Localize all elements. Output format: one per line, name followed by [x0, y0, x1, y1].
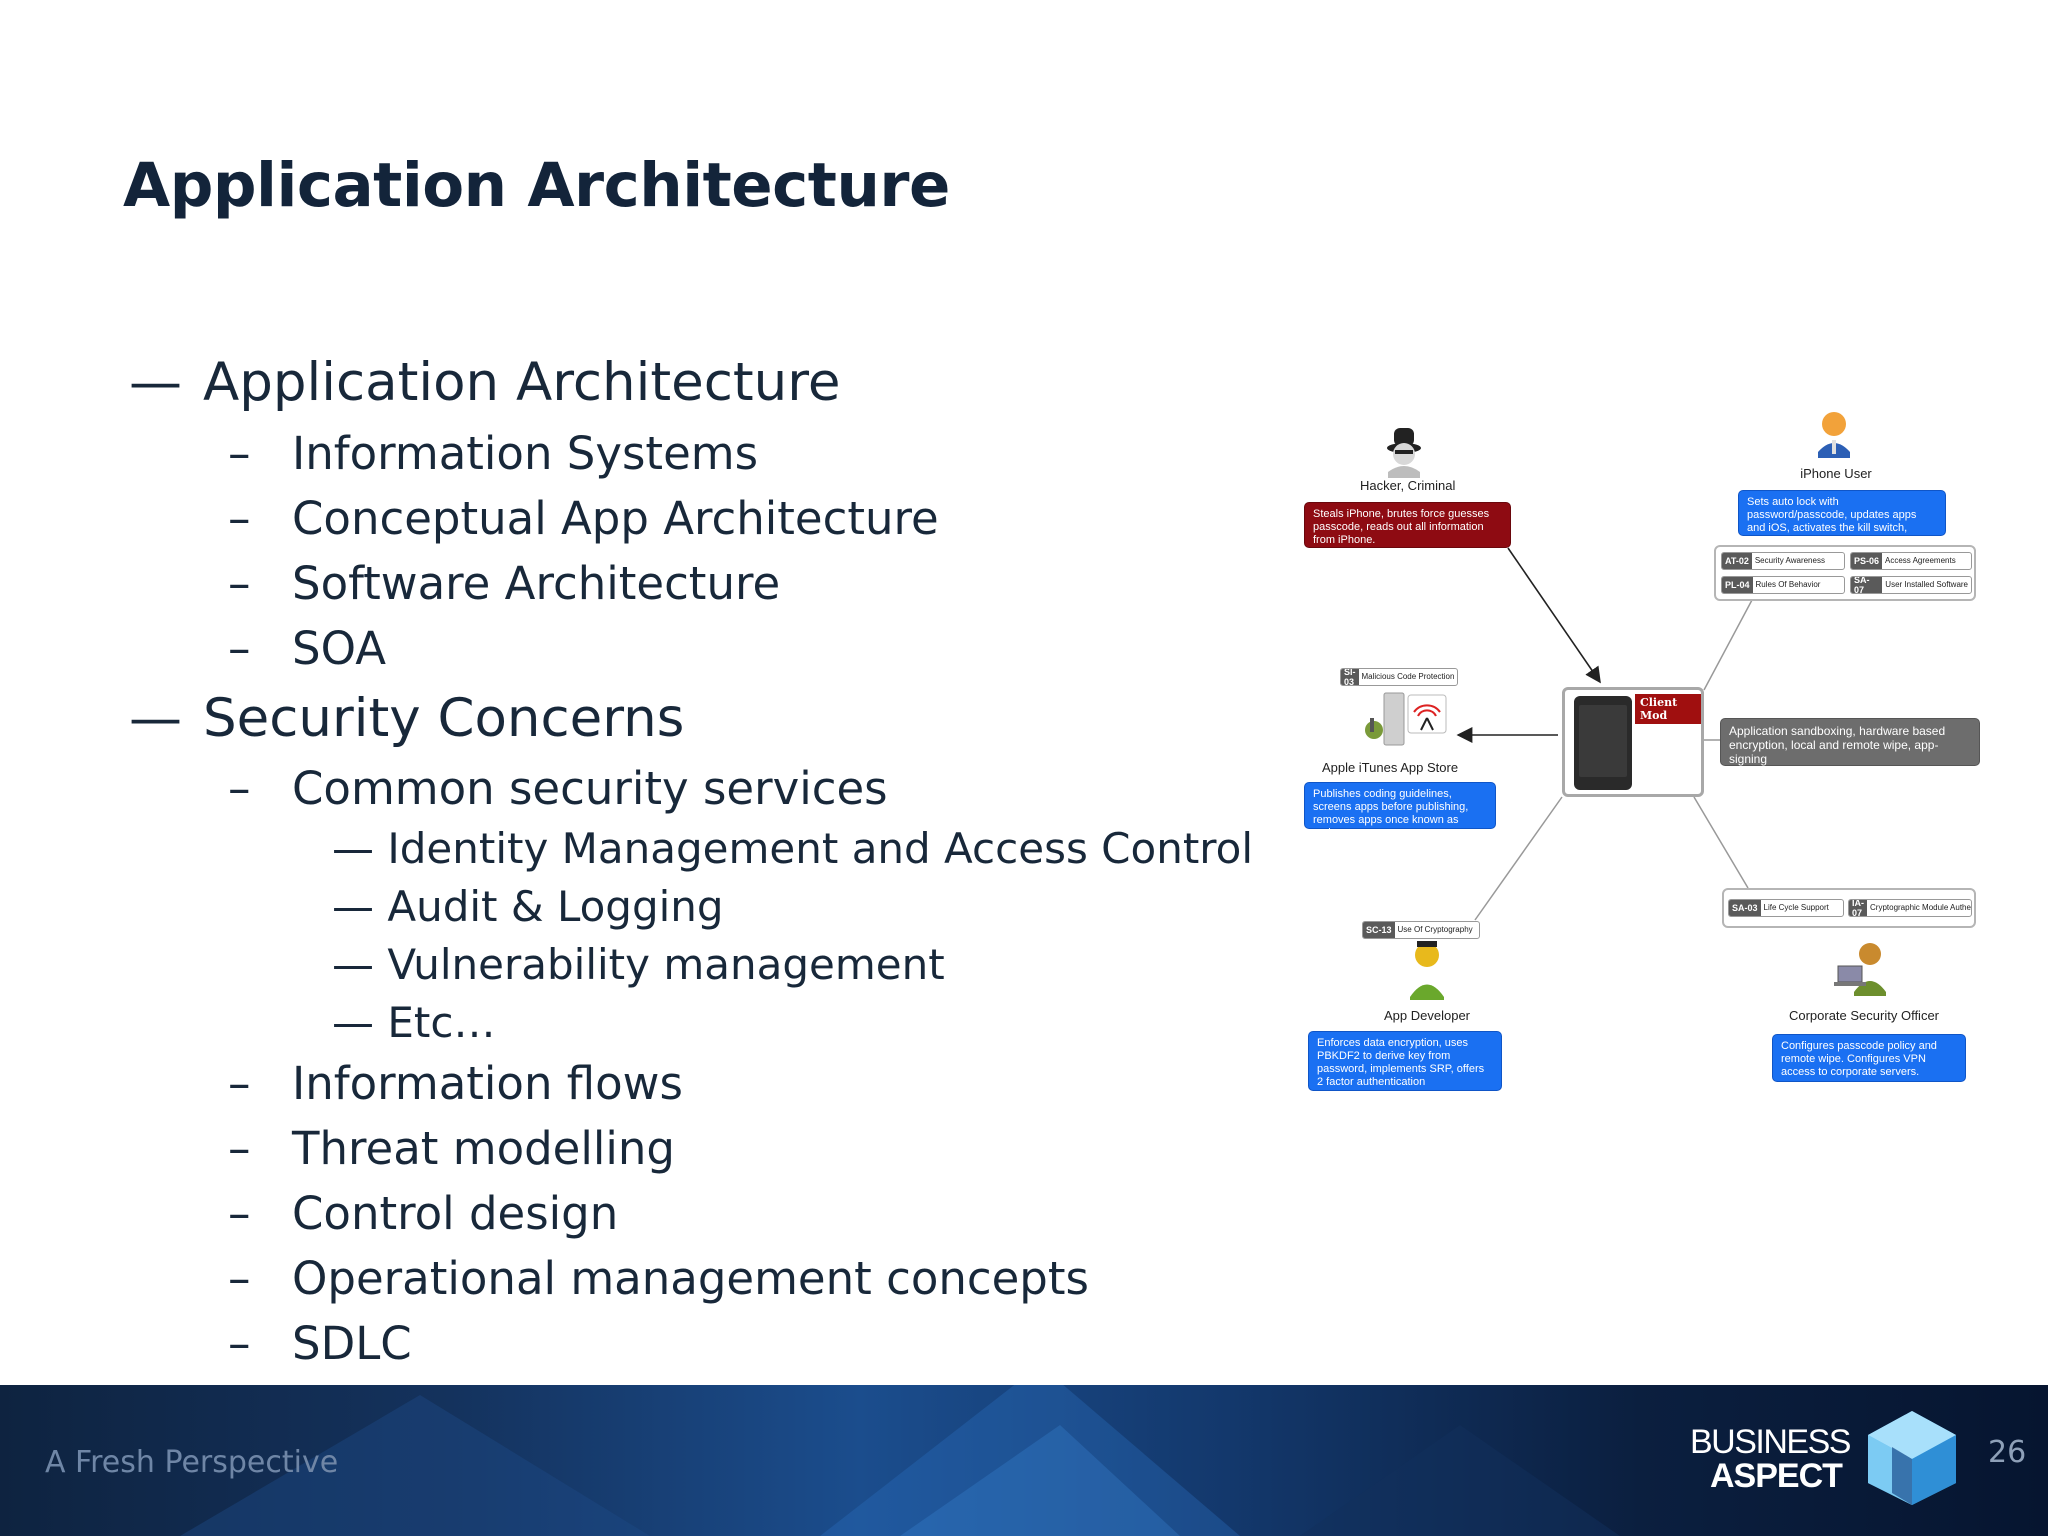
footer-banner: A Fresh Perspective BUSINESS ASPECT 26 — [0, 1385, 2048, 1536]
bullet-level2: –Information Systems — [228, 427, 759, 480]
developer-icon — [1410, 941, 1444, 1000]
developer-label: App Developer — [1384, 1008, 1470, 1023]
bullet-level2: –SDLC — [228, 1317, 412, 1370]
bullet-level2: –Control design — [228, 1187, 619, 1240]
bullet-level3: — Identity Management and Access Control — [332, 824, 1254, 873]
officer-note: Configures passcode policy and remote wi… — [1772, 1034, 1966, 1082]
bullet-level2: –Common security services — [228, 762, 888, 815]
security-diagram: Hacker, Criminal Steals iPhone, brutes f… — [1290, 400, 2000, 1120]
footer-tagline: A Fresh Perspective — [45, 1445, 339, 1480]
client-device: Client Mod — [1562, 687, 1704, 797]
bullet-level2: –SOA — [228, 622, 386, 675]
officer-connector — [1693, 796, 1749, 889]
bullet-level3: — Vulnerability management — [332, 940, 945, 989]
bullet-level3: — Etc… — [332, 998, 496, 1047]
hacker-label: Hacker, Criminal — [1360, 478, 1456, 493]
device-note: Application sandboxing, hardware based e… — [1720, 718, 1980, 766]
company-logo-text: BUSINESS ASPECT — [1690, 1423, 1851, 1495]
app-store-label: Apple iTunes App Store — [1321, 760, 1459, 775]
logo-cube-icon — [1868, 1411, 1956, 1505]
iphone-user-label: iPhone User — [1800, 466, 1872, 481]
developer-connector — [1474, 796, 1563, 921]
bullet-level2: –Operational management concepts — [228, 1252, 1089, 1305]
bullet-level2: –Conceptual App Architecture — [228, 492, 939, 545]
officer-label: Corporate Security Officer — [1788, 1008, 1940, 1023]
app-store-icon — [1365, 692, 1447, 746]
diagram-connectors — [1365, 412, 1886, 1000]
user-connector — [1703, 599, 1753, 691]
hacker-note: Steals iPhone, brutes force guesses pass… — [1304, 502, 1511, 548]
phone-icon — [1574, 696, 1632, 790]
officer-icon — [1834, 943, 1886, 996]
bullet-level3: — Audit & Logging — [332, 882, 724, 931]
page-number: 26 — [1988, 1435, 2027, 1470]
app-store-note: Publishes coding guidelines, screens app… — [1304, 782, 1496, 839]
bullet-level2: –Threat modelling — [228, 1122, 675, 1175]
bullet-level1: —Security Concerns — [129, 688, 685, 749]
bullet-level2: –Information flows — [228, 1057, 683, 1110]
user-icon — [1818, 412, 1850, 458]
hacker-arrow — [1507, 547, 1601, 684]
bullet-level1: —Application Architecture — [129, 352, 841, 413]
bullet-level2: –Software Architecture — [228, 557, 781, 610]
iphone-user-note: Sets auto lock with password/passcode, u… — [1738, 490, 1946, 547]
hacker-icon — [1387, 428, 1421, 478]
footer-decoration — [180, 1385, 1620, 1536]
client-mod-badge: Client Mod — [1635, 694, 1701, 724]
developer-note: Enforces data encryption, uses PBKDF2 to… — [1308, 1031, 1502, 1091]
slide-title: Application Architecture — [123, 150, 950, 221]
